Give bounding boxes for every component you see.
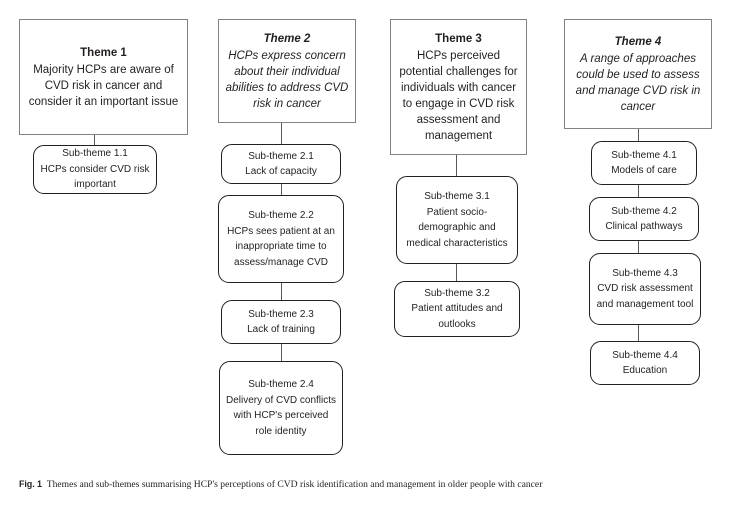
theme-description-4: A range of approaches could be used to a… — [575, 52, 701, 113]
figure-caption: Fig. 1 Themes and sub-themes summarising… — [19, 478, 725, 491]
theme-box-4: Theme 4 A range of approaches could be u… — [564, 19, 712, 129]
subtheme-box-4-4: Sub-theme 4.4 Education — [590, 341, 700, 385]
figure-label: Fig. 1 — [19, 479, 42, 489]
connector-sub3-1-sub3-2 — [456, 264, 457, 281]
subtheme-description-3-2: Patient attitudes and outlooks — [411, 303, 503, 330]
connector-sub4-2-sub4-3 — [638, 241, 639, 253]
subtheme-label-4-1: Sub-theme 4.1 — [611, 149, 677, 161]
subtheme-description-2-4: Delivery of CVD conflicts with HCP's per… — [225, 394, 337, 437]
theme-box-3: Theme 3 HCPs perceived potential challen… — [390, 19, 527, 155]
subtheme-description-4-2: Clinical pathways — [605, 221, 683, 232]
subtheme-label-2-1: Sub-theme 2.1 — [248, 150, 314, 162]
connector-theme2-sub2-1 — [281, 123, 282, 144]
subtheme-box-2-2: Sub-theme 2.2 HCPs sees patient at an in… — [218, 195, 344, 283]
connector-theme3-sub3-1 — [456, 155, 457, 176]
subtheme-box-2-4: Sub-theme 2.4 Delivery of CVD conflicts … — [219, 361, 343, 455]
subtheme-label-4-3: Sub-theme 4.3 — [612, 267, 678, 279]
theme-box-2: Theme 2 HCPs express concern about their… — [218, 19, 356, 123]
connector-sub2-2-sub2-3 — [281, 283, 282, 300]
subtheme-label-4-2: Sub-theme 4.2 — [611, 205, 677, 217]
theme-description-2: HCPs express concern about their individ… — [225, 49, 349, 110]
subtheme-description-2-2: HCPs sees patient at an inappropriate ti… — [227, 225, 335, 268]
subtheme-description-2-1: Lack of capacity — [245, 166, 317, 177]
subtheme-label-2-3: Sub-theme 2.3 — [248, 308, 314, 320]
subtheme-box-4-2: Sub-theme 4.2 Clinical pathways — [589, 197, 699, 241]
subtheme-box-3-1: Sub-theme 3.1 Patient socio-demographic … — [396, 176, 518, 264]
theme-title-2: Theme 2 — [263, 32, 311, 45]
subtheme-box-2-3: Sub-theme 2.3 Lack of training — [221, 300, 341, 344]
theme-title-1: Theme 1 — [80, 46, 127, 59]
subtheme-label-3-2: Sub-theme 3.2 — [424, 287, 490, 299]
connector-theme4-sub4-1 — [638, 129, 639, 141]
subtheme-label-3-1: Sub-theme 3.1 — [424, 191, 490, 202]
theme-title-3: Theme 3 — [435, 32, 482, 45]
subtheme-box-4-3: Sub-theme 4.3 CVD risk assessment and ma… — [589, 253, 701, 325]
subtheme-description-4-1: Models of care — [611, 165, 677, 176]
theme-box-1: Theme 1 Majority HCPs are aware of CVD r… — [19, 19, 188, 135]
theme-description-3: HCPs perceived potential challenges for … — [399, 49, 518, 142]
subtheme-box-4-1: Sub-theme 4.1 Models of care — [591, 141, 697, 185]
figure-caption-text: Themes and sub-themes summarising HCP's … — [46, 479, 543, 490]
connector-sub4-1-sub4-2 — [638, 185, 639, 197]
connector-sub2-1-sub2-2 — [281, 184, 282, 195]
connector-sub4-3-sub4-4 — [638, 325, 639, 341]
subtheme-description-4-4: Education — [622, 365, 668, 376]
theme-description-1: Majority HCPs are aware of CVD risk in c… — [28, 63, 179, 108]
subtheme-description-1-1: HCPs consider CVD risk important — [40, 163, 150, 191]
subtheme-box-2-1: Sub-theme 2.1 Lack of capacity — [221, 144, 341, 184]
connector-theme1-sub1-1 — [94, 135, 95, 145]
subtheme-description-2-3: Lack of training — [247, 324, 315, 335]
subtheme-label-2-2: Sub-theme 2.2 — [248, 210, 314, 221]
subtheme-label-1-1: Sub-theme 1.1 — [62, 148, 128, 160]
subtheme-label-2-4: Sub-theme 2.4 — [248, 379, 314, 390]
subtheme-description-3-1: Patient socio-demographic and medical ch… — [406, 206, 508, 249]
connector-sub2-3-sub2-4 — [281, 344, 282, 361]
subtheme-box-1-1: Sub-theme 1.1 HCPs consider CVD risk imp… — [33, 145, 157, 194]
theme-title-4: Theme 4 — [614, 35, 662, 48]
subtheme-label-4-4: Sub-theme 4.4 — [612, 349, 678, 361]
subtheme-box-3-2: Sub-theme 3.2 Patient attitudes and outl… — [394, 281, 520, 337]
subtheme-description-4-3: CVD risk assessment and management tool — [596, 283, 694, 310]
